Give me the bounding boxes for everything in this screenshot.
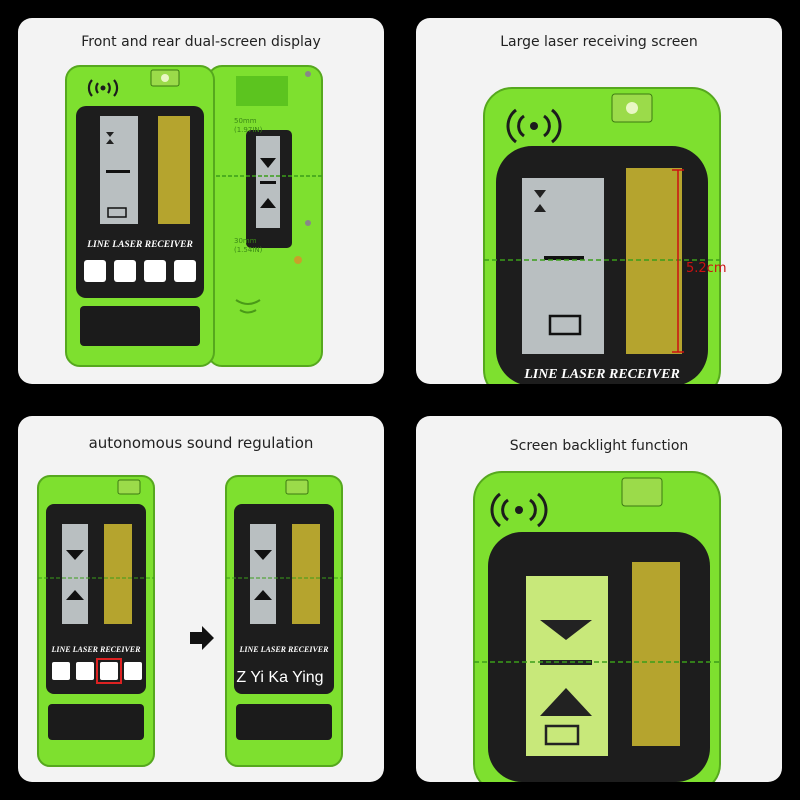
arrow-right-icon: [190, 626, 214, 650]
panel-sound-regulation: autonomous sound regulation LINE LASER R…: [18, 416, 384, 782]
front-label: LINE LASER RECEIVER: [86, 240, 193, 250]
panel-large-screen: Large laser receiving screen 5.2cm LINE …: [416, 18, 782, 384]
svg-text:LINE LASER RECEIVER: LINE LASER RECEIVER: [523, 367, 680, 382]
sound-button-highlight: [96, 658, 122, 684]
svg-text:(1.54IN): (1.54IN): [234, 246, 263, 254]
caption-large-screen: Large laser receiving screen: [500, 34, 698, 50]
backlight-illustration: [473, 471, 721, 782]
svg-text:LINE LASER RECEIVER: LINE LASER RECEIVER: [239, 645, 330, 654]
svg-text:30mm: 30mm: [234, 237, 257, 245]
svg-text:(1.97IN): (1.97IN): [234, 126, 263, 134]
caption-dual-screen: Front and rear dual-screen display: [81, 34, 321, 50]
panel-dual-screen: Front and rear dual-screen display LINE: [18, 18, 384, 384]
caption-backlight: Screen backlight function: [509, 438, 689, 454]
svg-text:50mm: 50mm: [234, 117, 257, 125]
svg-text:LINE LASER RECEIVER: LINE LASER RECEIVER: [51, 645, 142, 654]
watermark: Z Yi Ka Ying: [236, 669, 323, 686]
sound-illustration: LINE LASER RECEIVER LINE LASER RECEIVER …: [37, 475, 343, 767]
dual-screen-illustration: LINE LASER RECEIVER 50mm (1.97IN) 30mm (…: [65, 65, 323, 367]
caption-sound: autonomous sound regulation: [88, 434, 314, 452]
large-screen-illustration: 5.2cm LINE LASER RECEIVER: [483, 87, 727, 384]
measurement-label: 5.2cm: [686, 261, 727, 276]
button-row: [84, 260, 196, 282]
panel-backlight: Screen backlight function: [416, 416, 782, 782]
